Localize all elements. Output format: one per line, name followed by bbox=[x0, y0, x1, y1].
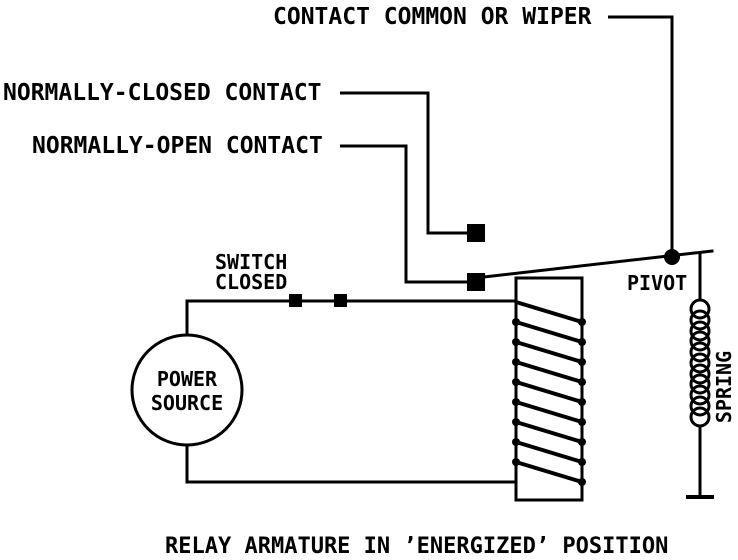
wiper-leader-line bbox=[608, 15, 674, 257]
coil-windings bbox=[515, 300, 583, 484]
spring-label: SPRING bbox=[712, 350, 736, 424]
pivot-dot bbox=[664, 249, 680, 265]
coil-body bbox=[514, 276, 584, 502]
nc-leader-line bbox=[340, 91, 467, 235]
no-leader-line bbox=[340, 144, 467, 284]
switch-contact-left bbox=[289, 294, 302, 307]
power-label-line2: SOURCE bbox=[150, 391, 224, 415]
pivot-label: PIVOT bbox=[627, 271, 688, 295]
nc-contact-label: NORMALLY-CLOSED CONTACT bbox=[3, 80, 322, 106]
nc-contact-square bbox=[467, 224, 485, 242]
top-wire bbox=[185, 299, 516, 335]
no-contact-square bbox=[467, 273, 485, 291]
spring-symbol bbox=[686, 253, 714, 499]
switch-contact-right bbox=[334, 294, 347, 307]
relay-coil bbox=[512, 276, 586, 502]
switch-label-line1: SWITCH bbox=[215, 250, 288, 274]
diagram-caption: RELAY ARMATURE IN ’ENERGIZED’ POSITION bbox=[165, 534, 669, 559]
bottom-wire bbox=[185, 445, 516, 484]
switch-label-line2: CLOSED bbox=[215, 270, 288, 294]
power-source-label: POWER SOURCE bbox=[132, 367, 242, 415]
coil-wrap-nubs bbox=[512, 318, 586, 486]
power-label-line1: POWER bbox=[156, 367, 218, 391]
no-contact-label: NORMALLY-OPEN CONTACT bbox=[32, 133, 323, 159]
wiper-label: CONTACT COMMON OR WIPER bbox=[273, 4, 592, 30]
switch-closed-label: SWITCH CLOSED bbox=[215, 252, 287, 292]
